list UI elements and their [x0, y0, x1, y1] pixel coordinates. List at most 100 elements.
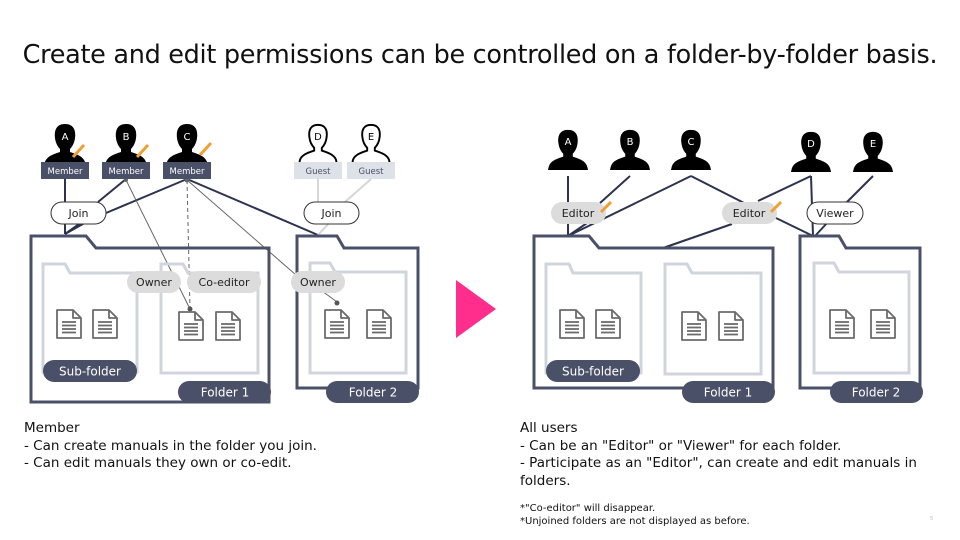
user-letter: B — [123, 132, 130, 143]
after-user-d[interactable]: D — [790, 131, 832, 172]
subfolder-label: Sub-folder — [562, 365, 624, 379]
document-icon — [56, 309, 82, 339]
before-user-a[interactable]: A Member — [41, 124, 89, 179]
editor-pill-2: Editor — [722, 200, 783, 224]
user-letter: C — [184, 132, 191, 143]
line-c-join — [105, 178, 188, 214]
document-icon — [92, 309, 118, 339]
editor-pill-1: Editor — [551, 200, 613, 224]
user-filled-icon — [790, 131, 832, 172]
before-user-e[interactable]: E Guest — [347, 123, 395, 179]
folder-1-label: Folder 1 — [704, 386, 753, 400]
user-filled-icon — [547, 129, 589, 170]
inner-folder-outline — [812, 261, 911, 375]
before-user-b[interactable]: B Member — [102, 124, 150, 179]
pencil-icon — [599, 200, 613, 214]
viewer-pill: Viewer — [806, 201, 864, 225]
user-letter: A — [62, 132, 69, 143]
user-filled-icon — [852, 131, 894, 172]
before-description: Member - Can create manuals in the folde… — [24, 420, 317, 473]
folder-2-outline — [798, 234, 922, 390]
description-line: - Can be an "Editor" or "Viewer" for eac… — [520, 437, 842, 454]
document-icon — [718, 311, 744, 341]
coeditor-pill — [187, 271, 261, 293]
line-editor2-folder2 — [775, 217, 814, 237]
line-c-owner-doc — [186, 179, 297, 276]
inner-folder-outline — [663, 262, 763, 376]
line-c-folder1 — [567, 175, 692, 237]
document-icon — [366, 309, 392, 339]
editor-label: Editor — [733, 207, 766, 220]
after-connection-lines — [567, 175, 874, 249]
user-outline-icon — [351, 123, 391, 164]
before-folder-2[interactable]: Folder 2 Owner — [291, 234, 420, 403]
before-folder-1[interactable]: Sub-folder Folder 1 Owner Co-editor — [29, 234, 271, 404]
user-letter: E — [368, 132, 374, 143]
folder-1-outline — [532, 234, 775, 390]
user-filled-icon — [105, 124, 147, 166]
role-badge — [347, 162, 395, 179]
line-b-editor — [599, 175, 631, 204]
inner-folder-outline — [308, 261, 408, 375]
after-folder-1[interactable]: Sub-folder Folder 1 — [532, 234, 775, 403]
footnote: *Unjoined folders are not displayed as b… — [520, 516, 750, 527]
role-badge — [294, 162, 342, 179]
after-user-a[interactable]: A — [547, 129, 589, 170]
join-pill-2: Join — [303, 201, 360, 225]
after-user-c[interactable]: C — [670, 129, 712, 170]
after-folder-2[interactable]: Folder 2 — [798, 234, 923, 403]
subfolder-tag — [43, 360, 137, 382]
user-letter: D — [314, 132, 322, 143]
after-description: All users - Can be an "Editor" or "Viewe… — [520, 420, 940, 490]
pencil-icon — [71, 143, 86, 159]
document-icon — [829, 309, 855, 339]
description-heading: Member — [24, 420, 80, 436]
pencil-icon — [769, 200, 783, 214]
owner-label: Owner — [300, 276, 336, 289]
user-outline-icon — [298, 123, 338, 164]
folder-2-label: Folder 2 — [852, 386, 901, 400]
user-letter: A — [565, 137, 572, 148]
line-c-folder2 — [186, 178, 319, 236]
user-filled-icon — [609, 129, 651, 170]
footnotes: *"Co-editor" will disappear. *Unjoined f… — [520, 502, 750, 528]
after-user-e[interactable]: E — [852, 131, 894, 172]
line-c-coeditor-doc — [186, 179, 191, 310]
folder-2-tag — [326, 381, 419, 403]
role-label: Member — [109, 167, 144, 177]
subfolder-tag — [546, 360, 640, 382]
before-user-c[interactable]: C Member — [163, 124, 213, 179]
document-icon — [215, 311, 241, 341]
point-doc2 — [334, 300, 340, 306]
pencil-icon — [198, 141, 213, 157]
owner-pill — [291, 271, 345, 293]
role-badge — [163, 162, 211, 179]
role-badge — [102, 162, 150, 179]
join-label: Join — [67, 207, 88, 220]
description-line: - Participate as an "Editor", can create… — [520, 455, 917, 489]
line-e-join — [344, 178, 372, 203]
user-filled-icon — [44, 124, 86, 166]
before-user-d[interactable]: D Guest — [294, 123, 342, 179]
description-line: - Can edit manuals they own or co-edit. — [24, 455, 292, 471]
footnote: *"Co-editor" will disappear. — [520, 503, 656, 514]
folder-2-outline — [295, 234, 420, 390]
slide-title: Create and edit permissions can be contr… — [22, 40, 938, 70]
user-letter: C — [688, 137, 695, 148]
role-label: Member — [48, 167, 83, 177]
user-letter: B — [627, 137, 634, 148]
editor-label: Editor — [562, 207, 595, 220]
role-label: Member — [170, 167, 205, 177]
after-user-b[interactable]: B — [609, 129, 651, 170]
owner-pill — [127, 271, 181, 293]
inner-folder-outline — [159, 262, 260, 375]
folder-2-label: Folder 2 — [349, 386, 398, 400]
document-icon — [870, 309, 896, 339]
document-icon — [559, 309, 585, 339]
document-icon — [324, 309, 350, 339]
folder-1-tag — [682, 381, 775, 403]
subfolder-outline — [544, 262, 643, 375]
user-filled-icon — [166, 124, 208, 166]
join-label: Join — [320, 207, 341, 220]
